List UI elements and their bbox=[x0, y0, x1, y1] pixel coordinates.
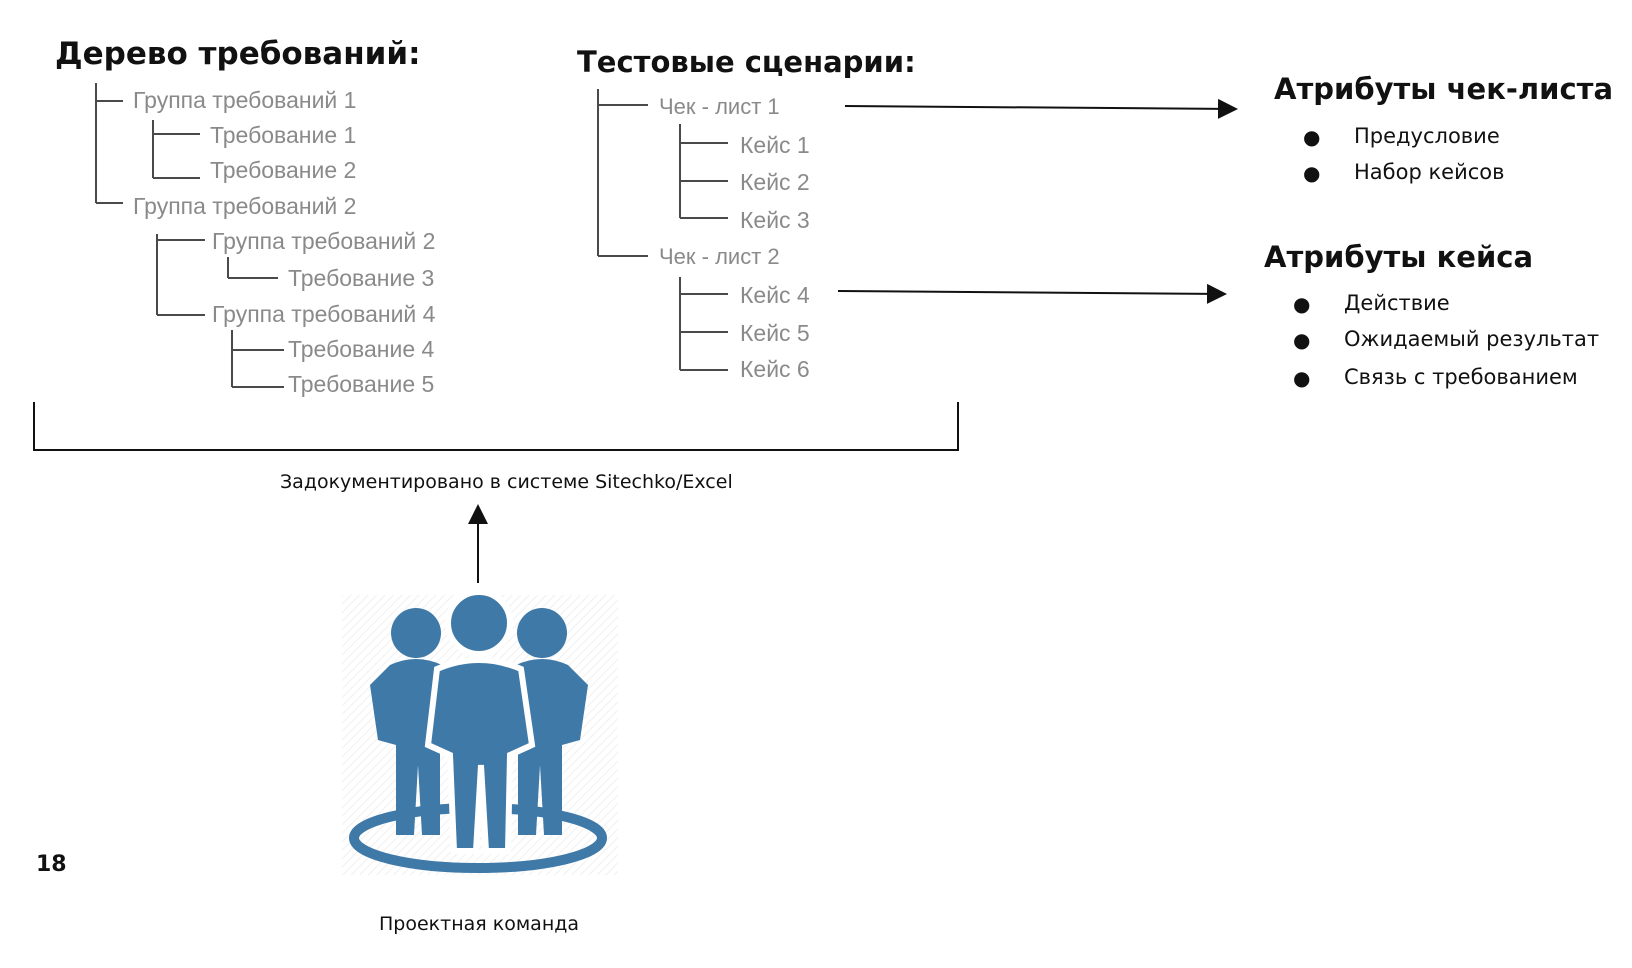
bullet-icon: ● bbox=[1303, 161, 1321, 185]
documented-label: Задокументировано в системе Sitechko/Exc… bbox=[280, 471, 733, 493]
people-group-icon bbox=[342, 595, 618, 875]
scenario-tree-lines bbox=[597, 89, 728, 371]
req-item-3: Требование 3 bbox=[288, 265, 435, 291]
req-tree-lines bbox=[95, 83, 284, 388]
bullet-icon: ● bbox=[1293, 328, 1311, 352]
bullet-icon: ● bbox=[1293, 366, 1311, 390]
req-item-4: Требование 4 bbox=[288, 336, 435, 362]
checklist-attr-2: Набор кейсов bbox=[1354, 160, 1505, 184]
bullet-icon: ● bbox=[1303, 125, 1321, 149]
checklist-2: Чек - лист 2 bbox=[659, 244, 780, 269]
team-label: Проектная команда bbox=[379, 913, 580, 935]
arrow-to-case-attrs bbox=[837, 283, 1227, 304]
case-5: Кейс 5 bbox=[740, 320, 810, 346]
case-4: Кейс 4 bbox=[740, 282, 810, 308]
req-group-2: Группа требований 2 bbox=[133, 193, 357, 219]
page-number: 18 bbox=[36, 852, 67, 877]
scenarios-title: Тестовые сценарии: bbox=[577, 45, 916, 79]
case-attr-2: Ожидаемый результат bbox=[1344, 327, 1600, 351]
checklist-attr-1: Предусловие bbox=[1354, 124, 1500, 148]
case-attr-1: Действие bbox=[1344, 291, 1450, 315]
case-2: Кейс 2 bbox=[740, 169, 810, 195]
case-attrs-title: Атрибуты кейса bbox=[1264, 240, 1534, 274]
case-6: Кейс 6 bbox=[740, 356, 810, 382]
case-attr-3: Связь с требованием bbox=[1344, 365, 1578, 389]
req-tree-title: Дерево требований: bbox=[55, 36, 421, 72]
checklist-1: Чек - лист 1 bbox=[659, 94, 780, 119]
req-item-2: Требование 2 bbox=[210, 157, 357, 183]
req-item-1: Требование 1 bbox=[210, 122, 357, 148]
checklist-attrs-title: Атрибуты чек-листа bbox=[1274, 72, 1614, 106]
bullet-icon: ● bbox=[1293, 292, 1311, 316]
case-3: Кейс 3 bbox=[740, 207, 810, 233]
req-group-1: Группа требований 1 bbox=[133, 87, 357, 113]
req-group-2-sub: Группа требований 2 bbox=[212, 228, 436, 254]
arrow-to-checklist-attrs bbox=[844, 98, 1238, 119]
bracket bbox=[33, 402, 959, 451]
case-1: Кейс 1 bbox=[740, 132, 810, 158]
req-group-4: Группа требований 4 bbox=[212, 301, 436, 327]
req-item-5: Требование 5 bbox=[288, 371, 435, 397]
